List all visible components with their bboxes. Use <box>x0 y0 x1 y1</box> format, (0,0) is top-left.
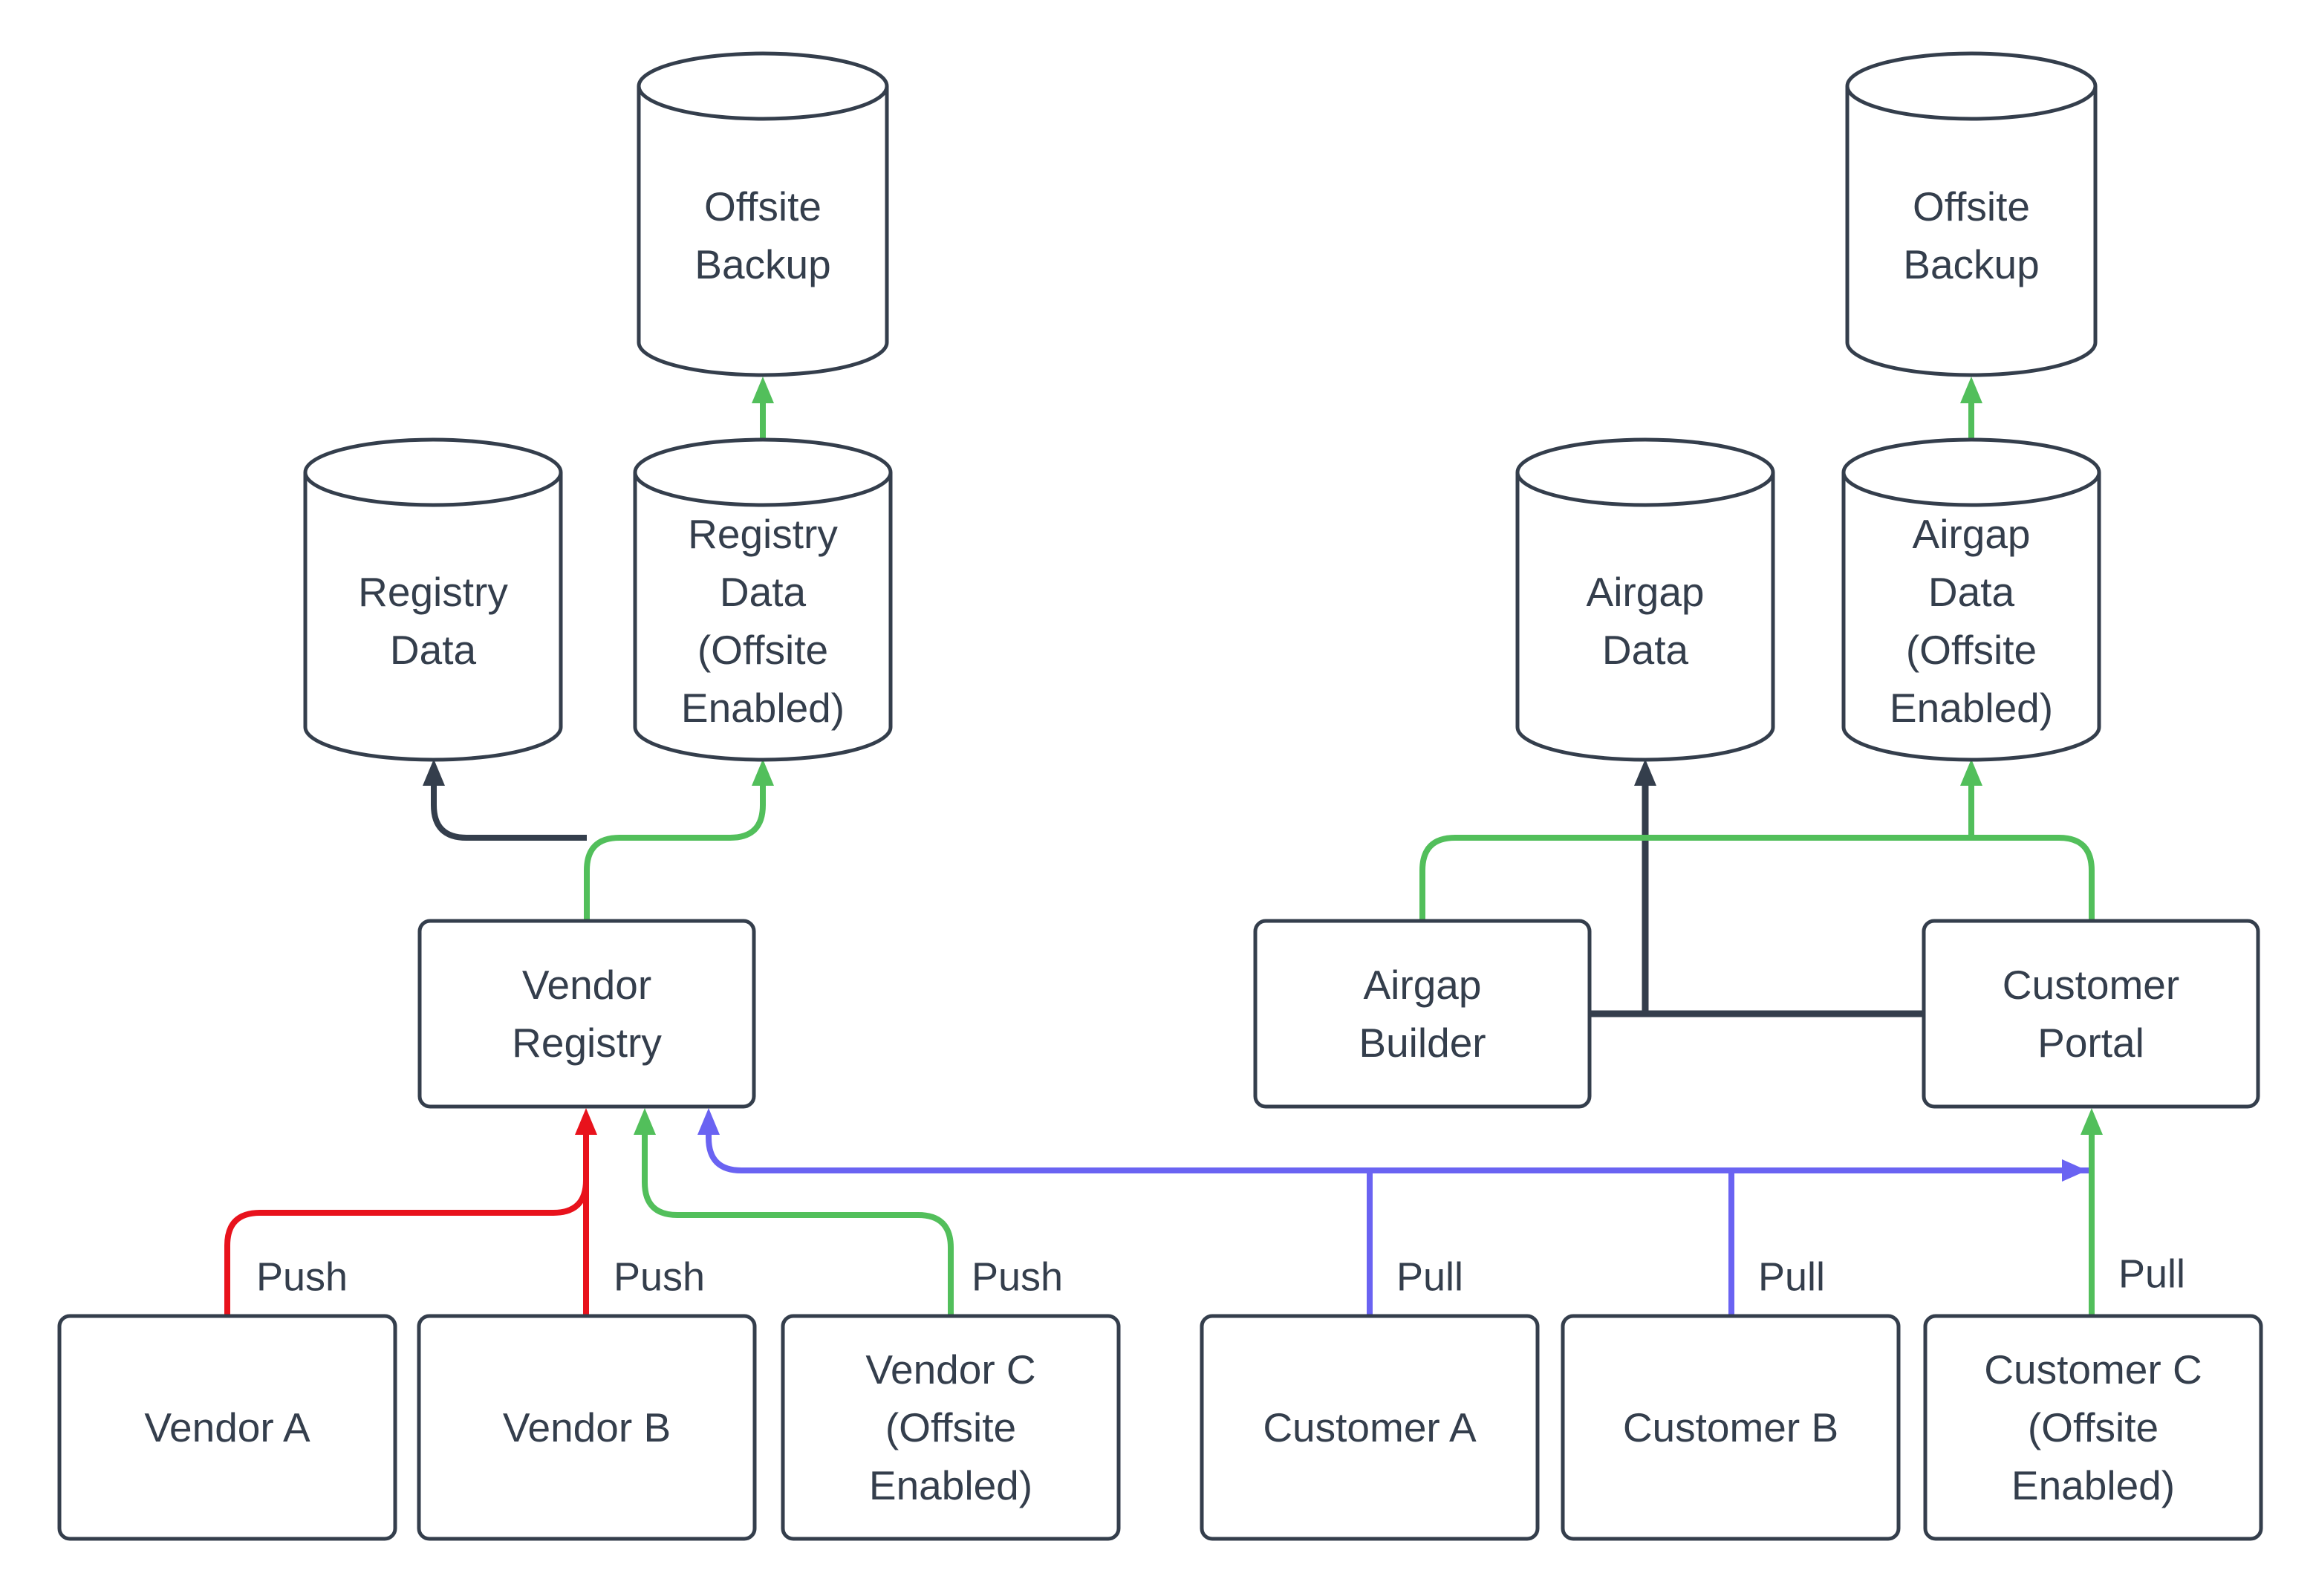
cylinder-airgap-data-offsite-top[interactable] <box>1841 437 2101 507</box>
cylinder-airgap-data-body[interactable] <box>1515 472 1775 762</box>
cylinder-offsite-backup-left-top[interactable] <box>637 51 889 121</box>
node-vendor-registry[interactable] <box>417 919 756 1109</box>
cylinder-offsite-backup-right[interactable] <box>1845 51 2098 377</box>
arrowhead-push-green <box>634 1108 656 1135</box>
node-customer-c[interactable] <box>1923 1314 2263 1541</box>
cylinder-registry-data-offsite-body[interactable] <box>633 472 893 762</box>
arrowhead-push-red <box>575 1108 597 1135</box>
node-vendor-c[interactable] <box>781 1314 1121 1541</box>
cylinder-registry-data-offsite[interactable] <box>633 437 893 762</box>
arrowhead-backup-left <box>752 377 774 403</box>
cylinder-registry-data[interactable] <box>303 437 563 762</box>
node-vendor-a[interactable] <box>57 1314 397 1541</box>
node-customer-portal[interactable] <box>1922 919 2260 1109</box>
arrowhead-airgapdata-offsite <box>1960 759 1982 786</box>
node-customer-a[interactable] <box>1200 1314 1540 1541</box>
cylinder-offsite-backup-left[interactable] <box>637 51 889 377</box>
arrowhead-pull-bus-right <box>2062 1159 2087 1182</box>
edge-registry-to-registrydata-offsite <box>584 784 766 921</box>
cylinder-airgap-data[interactable] <box>1515 437 1775 762</box>
edge-vendor-c-push <box>642 1135 954 1316</box>
arrowhead-registrydata-offsite <box>752 759 774 786</box>
arrowhead-backup-right <box>1960 377 1982 403</box>
cylinder-offsite-backup-right-top[interactable] <box>1845 51 2098 121</box>
cylinder-offsite-backup-left-body[interactable] <box>637 86 889 377</box>
arrowhead-airgapdata <box>1634 759 1656 786</box>
arrowhead-registrydata <box>423 759 445 786</box>
node-airgap-builder[interactable] <box>1253 919 1592 1109</box>
cylinder-registry-data-body[interactable] <box>303 472 563 762</box>
edge-vendor-a-push <box>224 1159 589 1316</box>
arrowhead-portal-green <box>2081 1108 2103 1135</box>
edge-registry-to-registrydata <box>431 784 587 841</box>
arrowhead-pull-blue <box>697 1108 720 1135</box>
node-customer-b[interactable] <box>1561 1314 1901 1541</box>
cylinder-airgap-data-offsite[interactable] <box>1841 437 2101 762</box>
node-vendor-b[interactable] <box>417 1314 757 1541</box>
cylinder-registry-data-offsite-top[interactable] <box>633 437 893 507</box>
edge-builder-portal-green-bus <box>1419 835 2095 921</box>
edge-pull-bus <box>706 1135 2089 1173</box>
cylinder-offsite-backup-right-body[interactable] <box>1845 86 2098 377</box>
cylinder-airgap-data-top[interactable] <box>1515 437 1775 507</box>
cylinder-airgap-data-offsite-body[interactable] <box>1841 472 2101 762</box>
cylinder-registry-data-top[interactable] <box>303 437 563 507</box>
